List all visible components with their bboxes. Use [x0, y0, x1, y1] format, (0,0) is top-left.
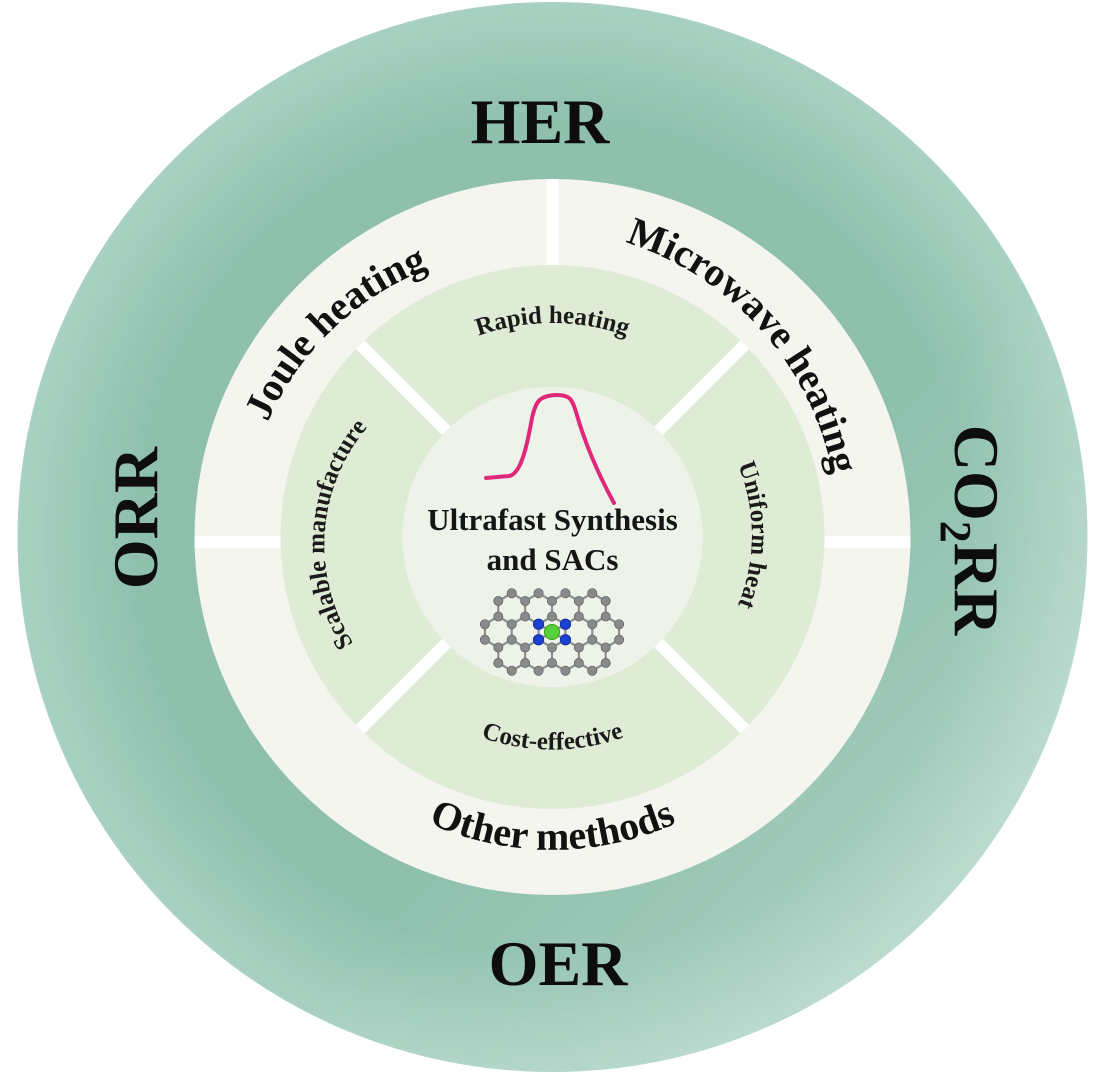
co2rr-label-co: CO	[941, 425, 1012, 521]
carbon-atom	[600, 611, 611, 622]
metal-atom	[544, 624, 560, 640]
carbon-atom	[493, 596, 504, 607]
co2rr-label: CO2RR	[931, 425, 1012, 636]
carbon-atom	[479, 634, 490, 645]
carbon-atom	[614, 634, 625, 645]
carbon-atom	[520, 596, 531, 607]
carbon-atom	[479, 619, 490, 630]
carbon-atom	[600, 658, 611, 669]
carbon-atom	[506, 619, 517, 630]
oer-label: OER	[489, 928, 628, 999]
carbon-atom	[560, 665, 571, 676]
temperature-pulse-icon	[484, 393, 616, 505]
carbon-atom	[587, 588, 598, 599]
carbon-atom	[547, 658, 558, 669]
carbon-atom	[520, 658, 531, 669]
nitrogen-atom	[532, 634, 545, 646]
nitrogen-atom	[559, 634, 572, 646]
carbon-atom	[587, 634, 598, 645]
carbon-atom	[520, 642, 531, 653]
carbon-atom	[493, 642, 504, 653]
carbon-atom	[587, 665, 598, 676]
carbon-atom	[573, 596, 584, 607]
carbon-atom	[573, 611, 584, 622]
carbon-atom	[506, 588, 517, 599]
property-ring-dividers	[355, 340, 750, 734]
carbon-atom	[573, 658, 584, 669]
carbon-atom	[614, 619, 625, 630]
carbon-atom	[520, 611, 531, 622]
co2rr-label-subscript: 2	[931, 521, 980, 543]
her-label: HER	[471, 86, 610, 157]
carbon-atom	[547, 611, 558, 622]
nitrogen-atom	[559, 618, 572, 630]
carbon-atom	[506, 665, 517, 676]
nitrogen-atom	[532, 618, 545, 630]
method-ring-dividers	[194, 179, 911, 548]
carbon-atom	[600, 596, 611, 607]
single-atom-catalyst-lattice-icon	[479, 588, 625, 676]
center-title-line1: Ultrafast Synthesis	[427, 502, 678, 537]
carbon-atom	[493, 658, 504, 669]
carbon-atom	[533, 665, 544, 676]
center-title-line2: and SACs	[487, 542, 619, 577]
carbon-atom	[533, 588, 544, 599]
carbon-atom	[506, 634, 517, 645]
carbon-atom	[560, 588, 571, 599]
carbon-atom	[573, 642, 584, 653]
carbon-atom	[493, 611, 504, 622]
orr-label: ORR	[100, 446, 171, 589]
carbon-atom	[600, 642, 611, 653]
carbon-atom	[587, 619, 598, 630]
center-disc	[402, 387, 703, 687]
carbon-atom	[547, 642, 558, 653]
co2rr-label-rr: RR	[941, 543, 1012, 636]
carbon-atom	[547, 596, 558, 607]
